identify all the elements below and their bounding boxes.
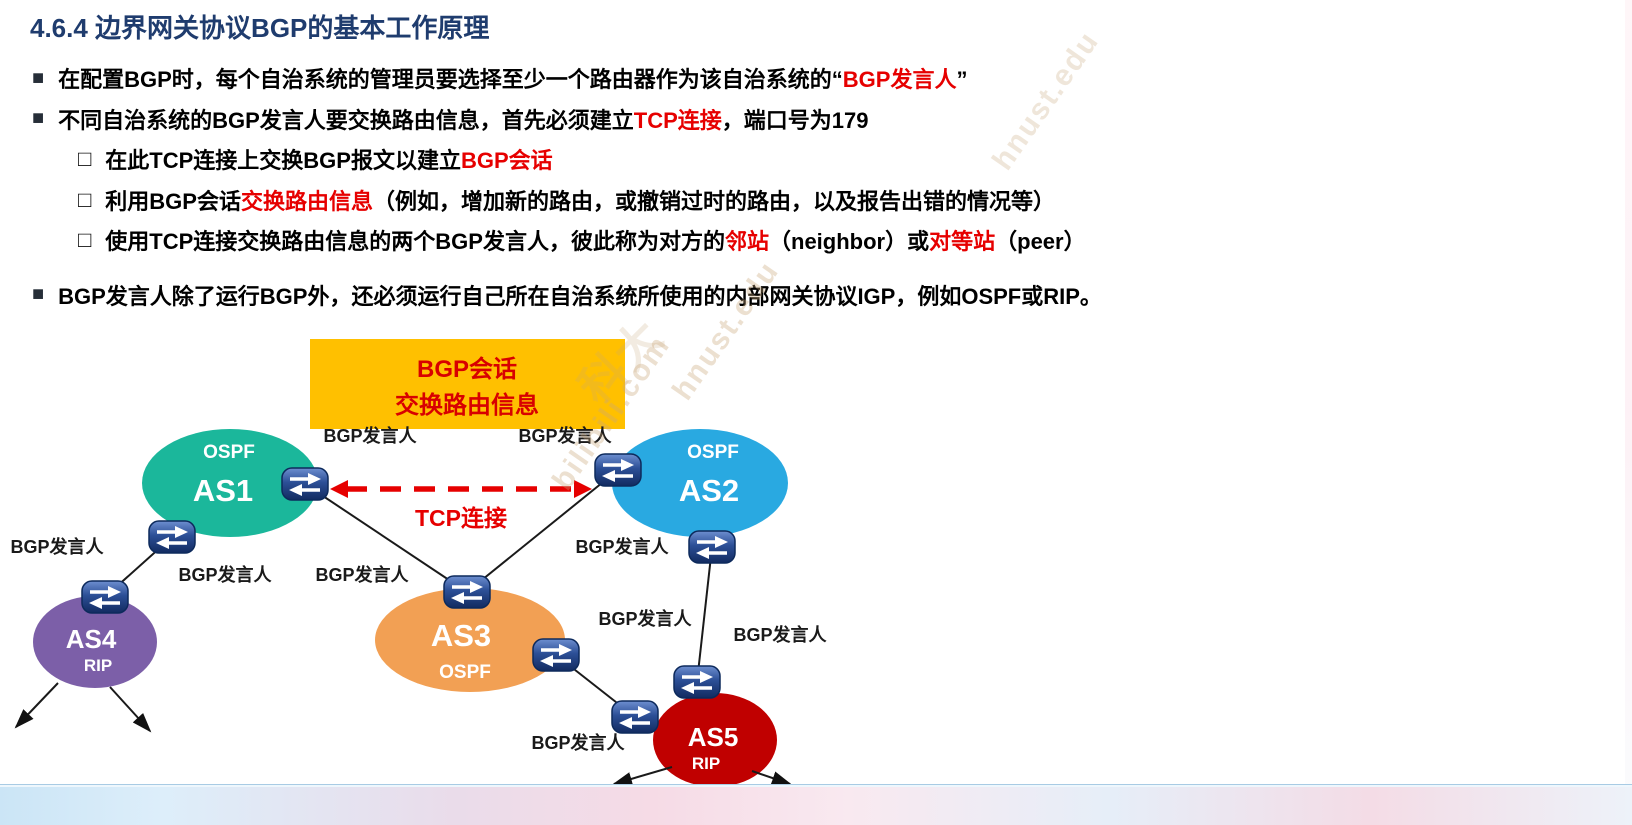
bullet-list: ■ 在配置BGP时，每个自治系统的管理员要选择至少一个路由器作为该自治系统的“BG… [32, 58, 1102, 315]
bgp-speaker-label: BGP发言人 [178, 564, 272, 585]
bullet-marker: ■ [32, 283, 45, 306]
as2-name: AS2 [679, 473, 739, 508]
as1-ellipse [142, 429, 318, 537]
as4-ellipse [33, 596, 157, 688]
router-icon [147, 519, 197, 555]
right-edge-strip [1625, 0, 1632, 825]
router-icon [610, 699, 660, 735]
bgp-speaker-label: BGP发言人 [575, 536, 669, 557]
bgp-session-label: BGP会话 [417, 355, 517, 383]
bgp-speaker-label: BGP发言人 [315, 564, 409, 585]
router-icon [593, 452, 643, 488]
bullet-marker: □ [78, 146, 92, 172]
router-icon [672, 664, 722, 700]
bullet-marker: □ [78, 186, 92, 212]
bullet-text: 不同自治系统的BGP发言人要交换路由信息，首先必须建立TCP连接，端口号为179 [58, 107, 869, 133]
as3-ellipse [375, 588, 565, 692]
bgp-speaker-label: BGP发言人 [733, 624, 827, 645]
router-icon [80, 579, 130, 615]
bullet-marker: ■ [32, 66, 45, 89]
router-icon [442, 574, 492, 610]
as4-protocol: RIP [84, 656, 112, 675]
bgp-topology-diagram: BGP会话 交换路由信息 TCP连接 OSPF AS1 OSPF AS2 AS3… [10, 339, 827, 787]
bgp-speaker-label: BGP发言人 [531, 732, 625, 753]
as2-protocol: OSPF [687, 442, 739, 463]
exchange-routes-label: 交换路由信息 [395, 391, 539, 419]
as4-name: AS4 [66, 624, 117, 654]
bottom-window-edge [0, 785, 1632, 825]
bgp-speaker-label: BGP发言人 [10, 536, 104, 557]
bullet-item: ■ 在配置BGP时，每个自治系统的管理员要选择至少一个路由器作为该自治系统的“BG… [32, 58, 1102, 99]
bullet-text: 利用BGP会话交换路由信息（例如，增加新的路由，或撤销过时的路由，以及报告出错的… [105, 188, 1056, 214]
as5-ellipse [653, 693, 777, 787]
tcp-connection-label: TCP连接 [415, 505, 507, 531]
bullet-marker: □ [78, 227, 92, 253]
bullet-item: □ 在此TCP连接上交换BGP报文以建立BGP会话 [78, 139, 1102, 180]
as3-protocol: OSPF [439, 662, 491, 683]
as1-name: AS1 [193, 473, 253, 508]
page-title: 4.6.4 边界网关协议BGP的基本工作原理 [30, 13, 490, 43]
bgp-session-box [310, 339, 625, 429]
bullet-text: 在配置BGP时，每个自治系统的管理员要选择至少一个路由器作为该自治系统的“BGP… [58, 67, 968, 93]
router-icon [687, 529, 737, 565]
bullet-item: ■ 不同自治系统的BGP发言人要交换路由信息，首先必须建立TCP连接，端口号为17… [32, 99, 1102, 140]
bullet-item: □ 使用TCP连接交换路由信息的两个BGP发言人，彼此称为对方的邻站（neighb… [78, 220, 1102, 261]
as5-name: AS5 [688, 722, 739, 752]
tcp-connection-arrow [330, 480, 592, 498]
bullet-item: ■ BGP发言人除了运行BGP外，还必须运行自己所在自治系统所使用的内部网关协议I… [32, 275, 1102, 316]
router-icon [531, 637, 581, 673]
bullet-text: 在此TCP连接上交换BGP报文以建立BGP会话 [105, 148, 553, 174]
router-icon [280, 466, 330, 502]
bullet-text: BGP发言人除了运行BGP外，还必须运行自己所在自治系统所使用的内部网关协议IG… [58, 283, 1102, 309]
bullet-item: □ 利用BGP会话交换路由信息（例如，增加新的路由，或撤销过时的路由，以及报告出错… [78, 180, 1102, 221]
bullet-marker: ■ [32, 107, 45, 130]
as2-ellipse [612, 429, 788, 537]
as5-protocol: RIP [692, 754, 720, 773]
bgp-speaker-label: BGP发言人 [518, 425, 612, 446]
bgp-speaker-label: BGP发言人 [598, 608, 692, 629]
bgp-speaker-label: BGP发言人 [323, 425, 417, 446]
as3-name: AS3 [431, 618, 491, 653]
as1-protocol: OSPF [203, 442, 255, 463]
bullet-text: 使用TCP连接交换路由信息的两个BGP发言人，彼此称为对方的邻站（neighbo… [105, 229, 1086, 255]
